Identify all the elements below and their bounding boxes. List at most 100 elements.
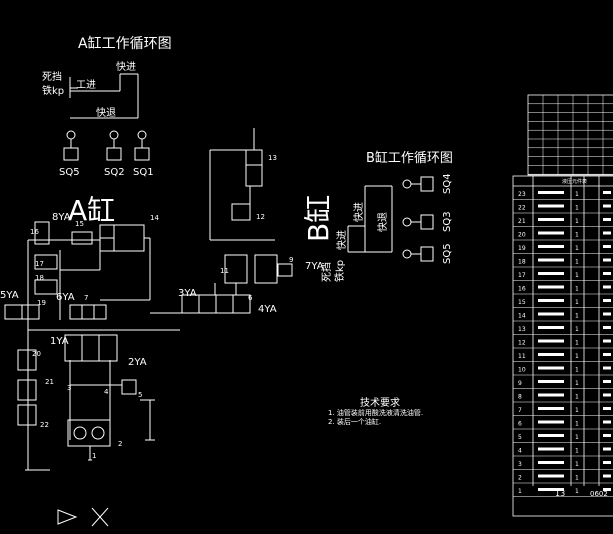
comp-5: 5 [138,391,142,399]
bottom-symbols [57,507,109,527]
bom-row-qty: 1 [575,421,579,428]
bom-row-name-mark [538,218,564,221]
bom-grid [513,95,613,497]
bom-row-material-mark [603,447,611,451]
bom-row-name-mark [538,420,564,424]
bom-row-name-mark [538,191,564,194]
bom-row-material-mark [603,420,611,424]
bom-row-qty: 1 [575,313,579,320]
tech-req-title: 技术要求 [360,396,400,409]
a-fast-forward: 快进 [116,61,136,73]
bom-row-material-mark [603,231,611,235]
bom-row-material-mark [603,299,611,302]
a-switch-3: SQ1 [133,167,154,178]
bom-header: 液压元件表 [562,178,587,185]
label-3ya: 3YA [178,288,197,299]
bom-row-number: 11 [518,353,526,360]
bom-row-number: 19 [518,245,526,252]
a-cylinder-big-label: A缸 [68,194,115,227]
bom-row-number: 2 [518,475,522,482]
comp-11: 11 [220,267,229,275]
a-cycle-title: A缸工作循环图 [78,35,172,52]
comp-16: 16 [30,228,39,236]
bom-row-qty: 1 [575,475,579,482]
comp-20: 20 [32,350,41,358]
b-cylinder-big-label: B缸 [302,195,335,242]
comp-3: 3 [67,384,71,392]
bom-row-material-mark [603,353,611,356]
comp-15: 15 [75,220,84,228]
comp-4: 4 [104,388,109,396]
bom-row-name-mark [538,245,564,248]
a-fast-back: 快退 [96,107,116,119]
label-7ya: 7YA [305,261,324,272]
bom-row-material-mark [603,191,611,194]
b-dead-stop-2: 铁kp [333,260,346,282]
bom-row-material-mark [603,285,611,289]
a-dead-stop-1: 死挡 [42,70,62,83]
bom-row-number: 20 [518,232,526,239]
bom-row-name-mark [538,461,564,464]
b-switches [402,176,434,262]
comp-12: 12 [256,213,265,221]
tech-req-2: 2. 装后一个油缸. [328,417,381,426]
bom-row-material-mark [603,488,611,491]
comp-22: 22 [40,421,49,429]
bom-footer-num: 13 [555,489,565,498]
bom-row-material-mark [603,474,611,478]
bom-row-qty: 1 [575,286,579,293]
comp-21: 21 [45,378,54,386]
bom-row-number: 7 [518,407,522,414]
bom-row-name-mark [538,204,564,208]
bom-row-number: 4 [518,448,522,455]
comp-17: 17 [35,260,44,268]
a-work-feed: 工进 [76,79,96,91]
bom-row-number: 13 [518,326,526,333]
bom-row-qty: 1 [575,367,579,374]
a-cycle-diagram [69,73,139,119]
b-dead-stop-1: 死挡 [320,262,333,282]
bom-row-material-mark [603,312,611,316]
bom-row-material-mark [603,218,611,221]
comp-7: 7 [84,294,88,302]
bom-footer-code: 0602 [590,490,608,498]
bom-row-qty: 1 [575,448,579,455]
bom-row-number: 9 [518,380,522,387]
bom-row-material-mark [603,434,611,437]
bom-row-material-mark [603,326,611,329]
bom-row-qty: 1 [575,218,579,225]
bom-row-name-mark [538,407,564,410]
bom-row-name-mark [538,353,564,356]
bom-row-name-mark [538,393,564,397]
label-8ya: 8YA [52,212,71,223]
bom-row-material-mark [603,393,611,397]
bom-row-material-mark [603,380,611,383]
comp-19: 19 [37,299,46,307]
bom-row-qty: 1 [575,394,579,401]
bom-row-number: 14 [518,313,526,320]
left-circuit [4,221,180,471]
bom-row-qty: 1 [575,434,579,441]
a-switches [63,130,150,161]
bom-row-qty: 1 [575,407,579,414]
bom-row-number: 6 [518,421,522,428]
bom-row-name-mark [538,312,564,316]
bom-row-name-mark [538,326,564,329]
bom-row-material-mark [603,366,611,370]
bom-row-qty: 1 [575,461,579,468]
b-cycle-diagram [347,185,393,253]
b-fast-in: 快进 [336,230,348,250]
comp-2: 2 [118,440,122,448]
bom-row-qty: 1 [575,232,579,239]
a-switch-2: SQ2 [104,167,125,178]
bom-row-number: 16 [518,286,526,293]
bom-row-name-mark [538,488,564,491]
b-cycle-title: B缸工作循环图 [366,150,453,166]
bom-table [512,94,613,517]
bom-row-qty: 1 [575,259,579,266]
bom-row-material-mark [603,258,611,262]
bom-row-qty: 1 [575,326,579,333]
bom-row-qty: 1 [575,205,579,212]
bom-row-number: 1 [518,488,522,495]
bom-row-number: 3 [518,461,522,468]
